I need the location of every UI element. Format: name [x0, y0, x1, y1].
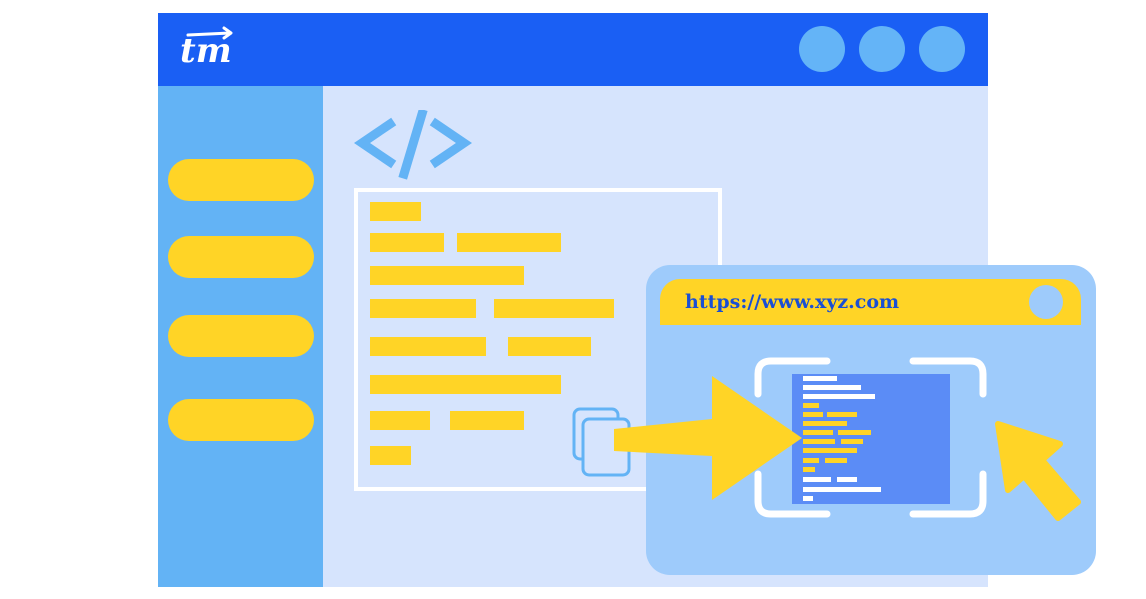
preview-line — [803, 448, 857, 453]
preview-line — [803, 430, 833, 435]
focus-frame-icon — [754, 357, 987, 518]
preview-line — [841, 439, 863, 444]
preview-line — [803, 487, 881, 492]
preview-line — [803, 421, 847, 426]
preview-line — [803, 385, 861, 390]
address-bar[interactable] — [660, 279, 1081, 325]
preview-line — [803, 439, 835, 444]
code-line — [370, 446, 411, 465]
code-line — [370, 337, 486, 356]
url-text[interactable]: https://www.xyz.com — [685, 291, 900, 313]
arrow-right-icon — [614, 376, 802, 500]
code-line — [450, 411, 524, 430]
window-header — [158, 13, 988, 86]
preview-line — [827, 412, 857, 417]
code-line — [370, 299, 476, 318]
window-dot[interactable] — [799, 26, 845, 72]
sidebar-item[interactable] — [168, 159, 314, 201]
tm-logo: tm — [180, 26, 233, 71]
cursor-icon — [995, 421, 1081, 521]
preview-line — [803, 376, 837, 381]
preview-line — [803, 412, 823, 417]
preview-line — [837, 477, 857, 482]
sidebar-item[interactable] — [168, 236, 314, 278]
code-line — [370, 266, 524, 285]
code-line — [508, 337, 591, 356]
preview-line — [803, 403, 819, 408]
preview-line — [838, 430, 871, 435]
address-bar-button[interactable] — [1029, 285, 1063, 319]
preview-line — [803, 467, 815, 472]
preview-line — [803, 477, 831, 482]
preview-line — [803, 394, 875, 399]
window-dot[interactable] — [919, 26, 965, 72]
sidebar-item[interactable] — [168, 315, 314, 357]
code-brackets-icon — [354, 110, 472, 180]
preview-line — [825, 458, 847, 463]
code-line — [370, 202, 421, 221]
preview-line — [803, 458, 819, 463]
sidebar-item[interactable] — [168, 399, 314, 441]
code-line — [370, 411, 430, 430]
preview-line — [803, 496, 813, 501]
code-line — [370, 233, 444, 252]
code-line — [494, 299, 614, 318]
code-line — [457, 233, 561, 252]
code-line — [370, 375, 561, 394]
window-dot[interactable] — [859, 26, 905, 72]
